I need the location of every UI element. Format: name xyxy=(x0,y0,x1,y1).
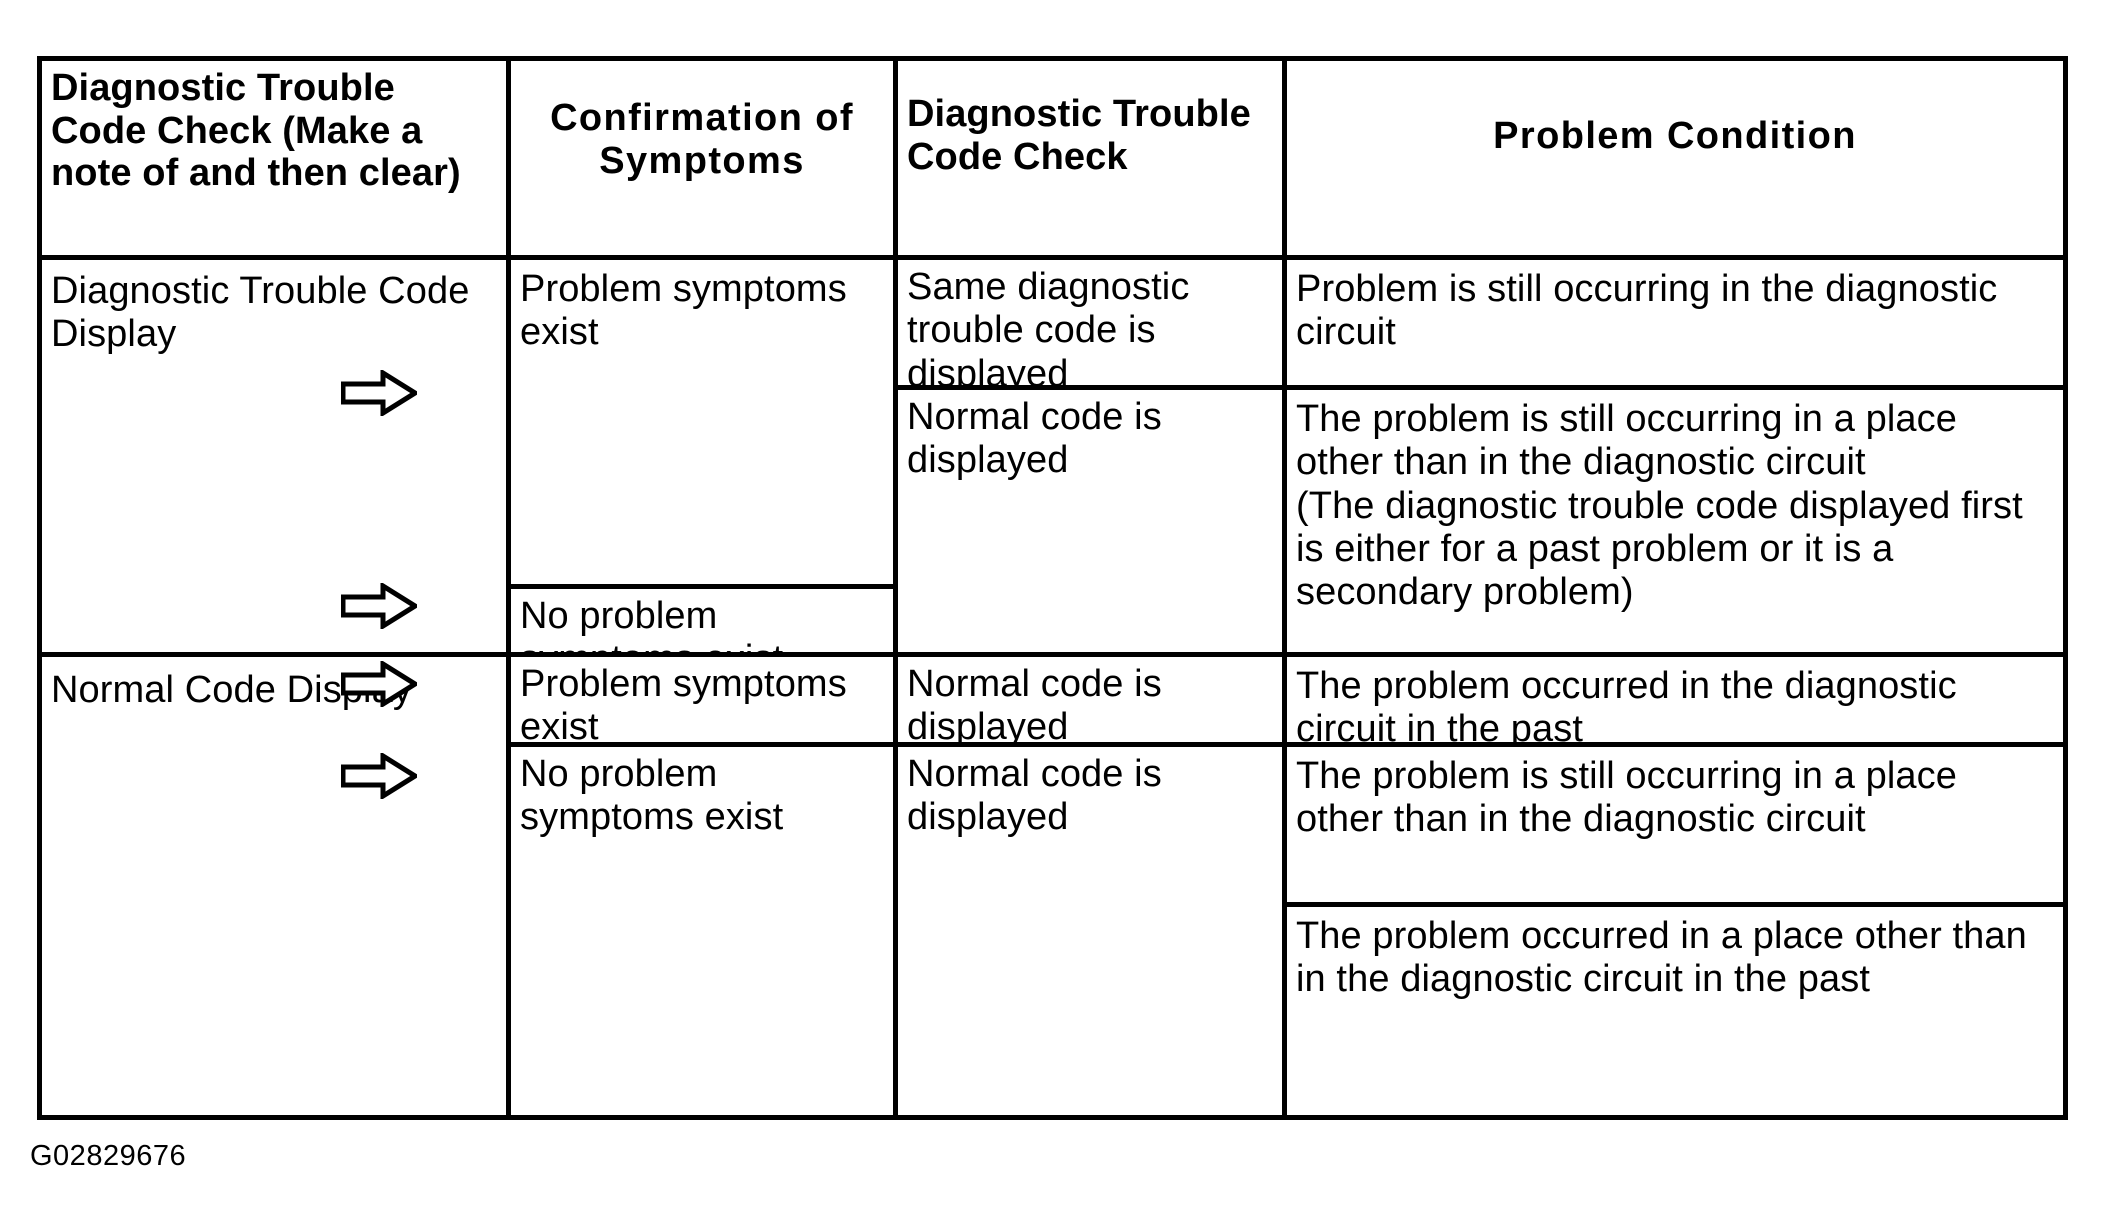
header-label-dtc-check-note: Diagnostic Trouble Code Check (Make a no… xyxy=(51,67,461,195)
cell-normal-code-displayed-2: Normal code is displayed xyxy=(898,657,1282,747)
arrow-right-outline-icon xyxy=(341,583,417,629)
label-dtc-display: Diagnostic Trouble Code Display xyxy=(51,270,470,356)
cell-dtc-display: Diagnostic Trouble Code Display xyxy=(42,260,506,652)
header-cell-problem-condition: Problem Condition xyxy=(1287,61,2063,255)
cell-condition-2: The problem is still occurring in a plac… xyxy=(1287,390,2063,652)
label-normal-code-display: Normal Code Display xyxy=(51,669,412,711)
arrow-right-outline-icon xyxy=(341,661,417,707)
flow-arrow-1 xyxy=(341,370,417,416)
row-rule-col3-col4-a xyxy=(893,385,2063,390)
arrow-right-outline-icon xyxy=(341,370,417,416)
arrow-right-outline-icon xyxy=(341,753,417,799)
cell-condition-3: The problem occurred in the diagnostic c… xyxy=(1287,657,2063,747)
label-normal-code-displayed-3: Normal code is displayed xyxy=(907,753,1162,839)
cell-no-problem-symptoms-exist-1: No problem symptoms exist xyxy=(511,589,893,652)
cell-normal-code-display: Normal Code Display xyxy=(42,657,506,1115)
header-label-problem-condition: Problem Condition xyxy=(1493,115,1857,157)
column-divider-3 xyxy=(1282,61,1287,1115)
label-problem-symptoms-exist-1: Problem symptoms exist xyxy=(520,268,847,354)
row-rule-col4-a xyxy=(1282,652,2063,657)
flow-arrow-2 xyxy=(341,583,417,629)
column-divider-2 xyxy=(893,61,898,1115)
header-cell-dtc-check: Diagnostic Trouble Code Check xyxy=(898,61,1282,255)
header-label-confirmation-of-symptoms: Confirmation of Symptoms xyxy=(550,97,854,182)
header-cell-dtc-check-note: Diagnostic Trouble Code Check (Make a no… xyxy=(42,61,506,255)
diagnostic-trouble-code-table: Diagnostic Trouble Code Check (Make a no… xyxy=(37,56,2068,1120)
label-condition-1: Problem is still occurring in the diagno… xyxy=(1296,268,1998,354)
cell-normal-code-displayed-3: Normal code is displayed xyxy=(898,747,1282,1115)
label-condition-3: The problem occurred in the diagnostic c… xyxy=(1296,665,1957,747)
label-condition-5: The problem occurred in a place other th… xyxy=(1296,915,2027,1001)
row-rule-col4-b xyxy=(1282,902,2063,907)
flow-arrow-3 xyxy=(341,661,417,707)
cell-same-dtc-displayed: Same diagnostic trouble code is displaye… xyxy=(898,260,1282,385)
cell-condition-5: The problem occurred in a place other th… xyxy=(1287,907,2063,1115)
label-problem-symptoms-exist-2: Problem symptoms exist xyxy=(520,663,847,747)
label-no-problem-symptoms-exist-1: No problem symptoms exist xyxy=(520,595,783,652)
header-label-dtc-check: Diagnostic Trouble Code Check xyxy=(907,93,1251,178)
label-condition-2: The problem is still occurring in a plac… xyxy=(1296,398,2023,614)
figure-caption: G02829676 xyxy=(30,1140,187,1172)
label-normal-code-displayed-1: Normal code is displayed xyxy=(907,396,1162,482)
cell-condition-4: The problem is still occurring in a plac… xyxy=(1287,747,2063,902)
label-no-problem-symptoms-exist-2: No problem symptoms exist xyxy=(520,753,784,839)
label-normal-code-displayed-2: Normal code is displayed xyxy=(907,663,1162,747)
cell-no-problem-symptoms-exist-2: No problem symptoms exist xyxy=(511,747,893,1115)
cell-normal-code-displayed-1: Normal code is displayed xyxy=(898,390,1282,652)
label-same-dtc-displayed: Same diagnostic trouble code is displaye… xyxy=(907,266,1190,385)
label-condition-4: The problem is still occurring in a plac… xyxy=(1296,755,1957,841)
row-rule-major xyxy=(42,652,1287,657)
flow-arrow-4 xyxy=(341,753,417,799)
row-rule-col2-col4-b xyxy=(506,742,2063,747)
header-bottom-rule xyxy=(42,255,2063,260)
row-rule-col2-a xyxy=(506,584,893,589)
header-cell-confirmation-of-symptoms: Confirmation of Symptoms xyxy=(511,61,893,255)
cell-problem-symptoms-exist-2: Problem symptoms exist xyxy=(511,657,893,747)
cell-condition-1: Problem is still occurring in the diagno… xyxy=(1287,260,2063,385)
cell-problem-symptoms-exist-1: Problem symptoms exist xyxy=(511,260,893,584)
